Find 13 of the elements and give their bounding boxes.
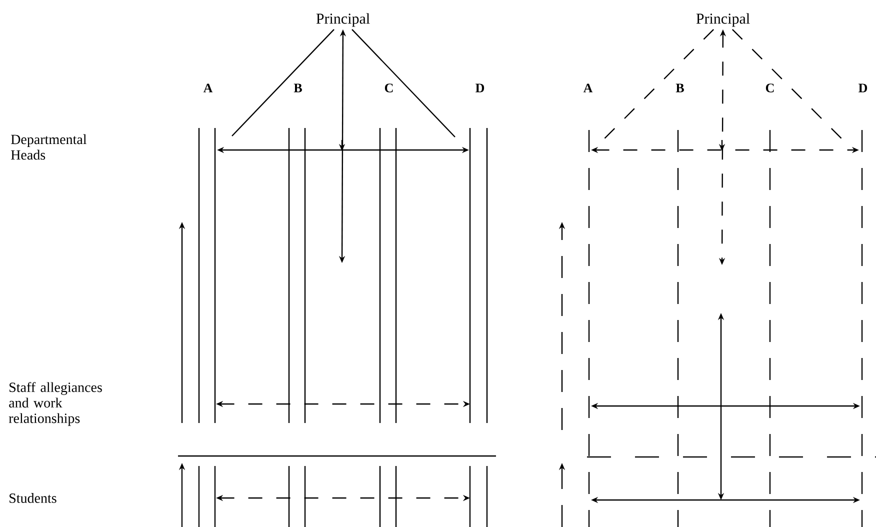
node-label: Principal (696, 13, 750, 27)
column-letter: D (476, 84, 484, 92)
column-letter: C (766, 84, 774, 92)
node-label: Principal (316, 13, 370, 27)
column-letter: B (294, 84, 302, 92)
column-letter: A (583, 84, 593, 92)
row-label: Departmental Heads (11, 134, 87, 160)
row-label: Staff allegiances and work relationships (8, 382, 102, 426)
column-letter: C (384, 84, 393, 92)
row-label: Students (10, 493, 56, 503)
column-letter: D (858, 84, 868, 92)
column-letter: A (203, 84, 213, 92)
column-letter: B (676, 84, 684, 92)
